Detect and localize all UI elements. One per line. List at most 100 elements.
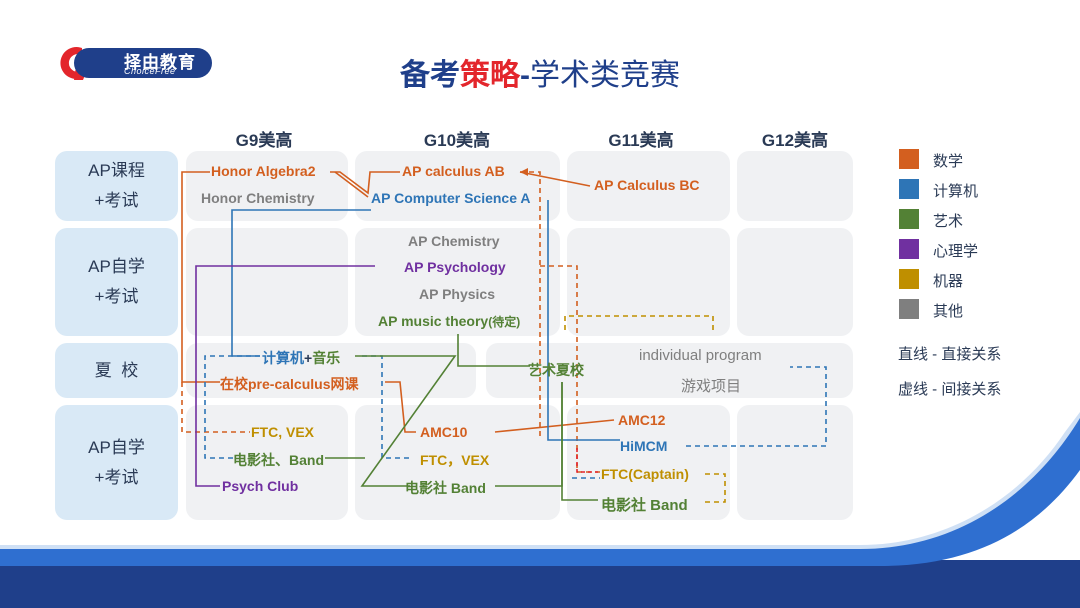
grid-cell: [737, 151, 853, 221]
note-solid-line: 直线 - 直接关系: [898, 346, 1002, 363]
row-label-line2: +考试: [94, 191, 139, 210]
page-title: 备考策略-学术类竞赛: [0, 50, 1080, 94]
row-label-line1: AP自学: [88, 437, 145, 457]
title-part-4: 学术类竞赛: [530, 59, 680, 92]
item-ap-calculus-ab: AP calculus AB: [402, 163, 505, 179]
item-game-project: 游戏项目: [681, 378, 742, 395]
arrow-head: [520, 168, 528, 176]
item-ftc-vex-g10: FTC，VEX: [420, 452, 490, 468]
grid-cell: [486, 343, 853, 398]
line-precalc-to-amc10: [385, 381, 416, 433]
legend-swatch-other: [899, 299, 919, 319]
row-label-ap-self-study-2: AP自学 +考试: [55, 405, 178, 520]
line-cs-to-himcm: [547, 200, 620, 441]
summer-cs-text: 计算机: [262, 350, 304, 366]
item-ap-psychology: AP Psychology: [404, 259, 506, 275]
item-ftc-vex-g9: FTC, VEX: [251, 424, 315, 440]
grid-cell: [186, 343, 476, 398]
line-calc-ab-to-bc: [519, 171, 591, 187]
row-label-summer-school: 夏 校: [55, 343, 178, 398]
logo-chinese-text: 择由教育: [124, 53, 196, 72]
row-label-line2: +考试: [94, 467, 139, 487]
title-part-3: -: [520, 59, 530, 92]
logo-pill: [74, 48, 212, 78]
item-amc10: AMC10: [420, 424, 468, 440]
row-label-line1: 夏 校: [94, 360, 139, 380]
item-summer-cs-music: 计算机+音乐: [262, 348, 340, 368]
legend-swatch-psychology: [899, 239, 919, 259]
row-label-ap-self-study: AP自学 +考试: [55, 228, 178, 336]
item-ftc-captain: FTC(Captain): [601, 466, 689, 482]
grid-cell: [737, 405, 853, 520]
summer-music-text: 音乐: [312, 350, 341, 366]
item-psych-club: Psych Club: [222, 478, 299, 494]
grid-cell: [186, 228, 348, 336]
line-algebra-to-ftc: [181, 382, 250, 433]
legend-swatch-computer: [899, 179, 919, 199]
item-ap-calculus-bc: AP Calculus BC: [594, 177, 700, 193]
item-amc12: AMC12: [618, 412, 666, 428]
choicefree-logo: 择由教育 ChoiceFree: [52, 44, 214, 82]
logo-english-text: ChoiceFree: [124, 66, 176, 76]
grid-cell: [355, 228, 560, 336]
row-label-ap-course: AP课程 +考试: [55, 151, 178, 221]
item-ap-music-theory-note: (待定): [488, 315, 521, 329]
column-header-g9: G9美高: [235, 131, 293, 150]
column-header-g12: G12美高: [761, 131, 829, 150]
item-honor-algebra2: Honor Algebra2: [211, 163, 316, 179]
grid-cell: [355, 405, 560, 520]
legend-label-art: 艺术: [933, 213, 964, 230]
line-ftc-captain-to-film-g11: [705, 473, 726, 503]
legend-swatch-art: [899, 209, 919, 229]
legend-swatch-machine: [899, 269, 919, 289]
legend-label-computer: 计算机: [933, 183, 979, 200]
legend-label-other: 其他: [933, 303, 964, 320]
line-art-to-film-g11: [561, 382, 598, 501]
item-film-band-g11: 电影社 Band: [601, 497, 688, 514]
item-himcm: HiMCM: [620, 438, 668, 454]
item-film-band-g10: 电影社 Band: [405, 480, 486, 496]
row-label-line1: AP课程: [88, 161, 145, 180]
item-precalculus-online: 在校pre-calculus网课: [220, 376, 359, 392]
grid-cell: [567, 405, 730, 520]
legend-label-psychology: 心理学: [933, 243, 979, 260]
line-ftc-captain-red: [576, 448, 598, 473]
grid-cell: [737, 228, 853, 336]
column-header-g11: G11美高: [608, 131, 674, 150]
line-summer-to-ftc-g9: [204, 355, 260, 459]
line-summer-music-to-film-g10: [355, 355, 457, 487]
column-header-g10: G10美高: [423, 131, 491, 150]
legend-label-math: 数学: [933, 153, 964, 170]
title-part-2: 策略: [460, 59, 520, 92]
item-ap-cs-a: AP Computer Science A: [371, 190, 531, 206]
line-algebra-to-calc-ab: [330, 171, 400, 195]
grid-cell: [567, 151, 730, 221]
item-honor-chemistry: Honor Chemistry: [201, 190, 315, 206]
legend-label-machine: 机器: [933, 273, 964, 290]
note-dashed-line: 虚线 - 间接关系: [898, 381, 1002, 398]
line-music-to-summer: [457, 334, 530, 367]
legend-swatch-math: [899, 149, 919, 169]
line-algebra-to-precalc: [181, 171, 220, 383]
line-himcm-to-game: [686, 366, 827, 447]
item-art-summer-school: 艺术夏校: [528, 362, 584, 378]
item-film-band-g9: 电影社、Band: [233, 452, 324, 468]
grid-cell: [567, 228, 730, 336]
row-label-line2: +考试: [94, 287, 139, 306]
line-amc10-to-amc12: [494, 419, 615, 433]
grid-cell: [355, 151, 560, 221]
line-psych-to-club: [195, 265, 375, 487]
title-part-1: 备考: [400, 59, 460, 92]
line-algebra-to-cs: [334, 171, 369, 198]
item-ap-music-theory: AP music theory(待定): [378, 313, 520, 330]
grid-cell: [186, 405, 348, 520]
line-calc-ab-to-ftc-captain: [520, 171, 541, 440]
row-label-line1: AP自学: [88, 257, 145, 276]
item-ap-chemistry: AP Chemistry: [408, 233, 500, 249]
item-individual-program: individual program: [639, 347, 762, 364]
item-ap-physics: AP Physics: [419, 286, 496, 302]
summer-plus-text: +: [304, 350, 313, 366]
item-ap-music-theory-text: AP music theory: [378, 313, 489, 329]
